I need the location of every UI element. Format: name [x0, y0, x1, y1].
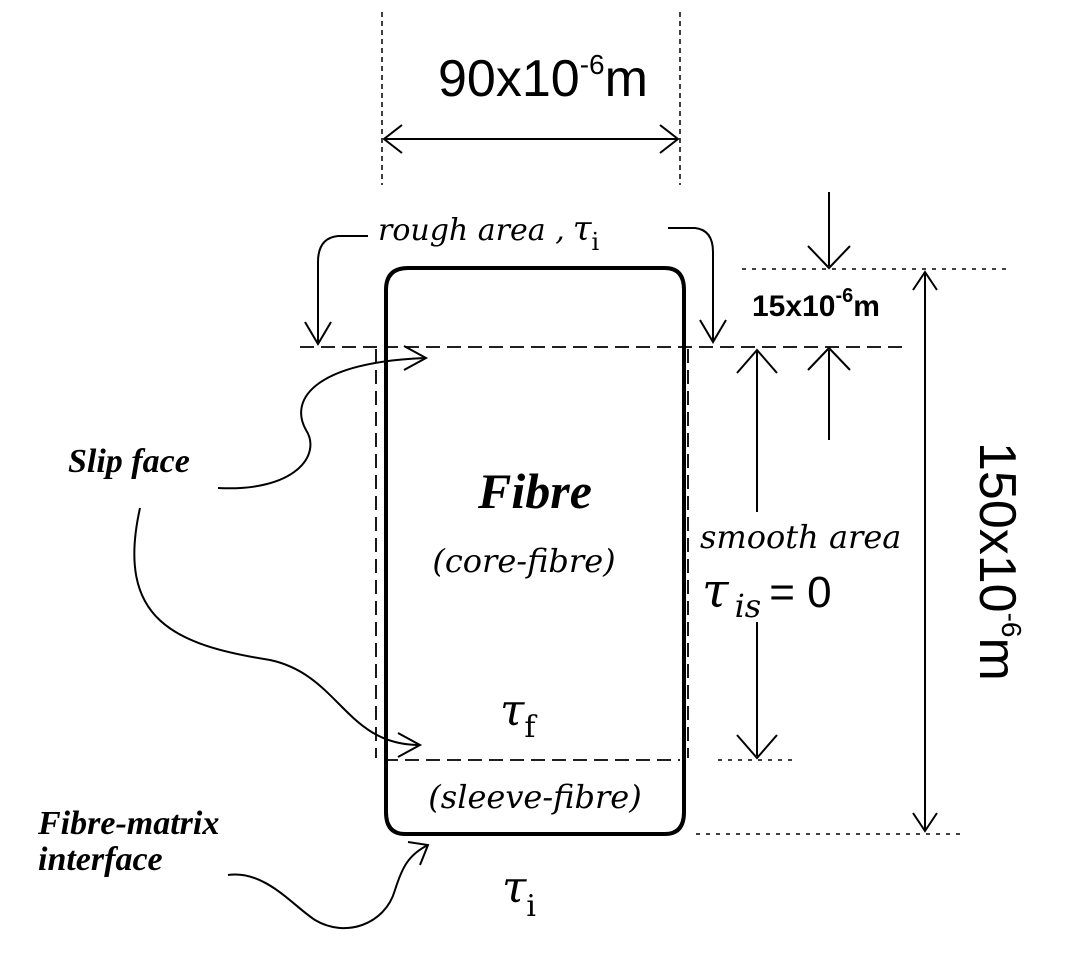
width-arrow-right	[659, 124, 680, 154]
interface-annotation: Fibre-matrix interface	[37, 805, 430, 929]
sleeve-fibre-label: (sleeve-fibre)	[428, 778, 641, 816]
rough-area-arrow-right	[668, 227, 714, 340]
tau-f-label: τf	[500, 685, 537, 745]
rough-area-annotation: rough area ,τi	[304, 209, 727, 346]
rough-area-arrow-left	[317, 235, 368, 342]
smooth-label-backdrop	[695, 512, 910, 622]
width-label: 90x10-6m	[438, 49, 648, 108]
interface-label-line1: Fibre-matrix	[37, 805, 219, 842]
smooth-arrowhead-up	[736, 348, 778, 374]
core-fibre-label: (core-fibre)	[432, 542, 615, 580]
slip-face-label: Slip face	[68, 443, 190, 480]
rough-length-dimension: 15x10-6m	[742, 192, 1010, 440]
tau-i-bottom-label: τi	[502, 862, 536, 924]
interface-arrow	[227, 844, 429, 929]
slip-face-arrowhead-bottom	[397, 732, 423, 758]
rough-area-arrowhead-right	[699, 319, 727, 344]
total-arrowhead-up	[912, 270, 938, 291]
rough-area-arrowhead-left	[304, 321, 332, 346]
slip-face-arrow-top	[217, 357, 426, 490]
rough-arrowhead-down	[807, 245, 851, 270]
fibre-outline	[384, 266, 686, 836]
smooth-area-label: smooth area	[700, 518, 901, 556]
slip-face-annotation: Slip face	[68, 345, 429, 758]
interface-label-line2: interface	[38, 841, 163, 878]
rough-arrowhead-up	[807, 346, 851, 371]
fibre-label: Fibre	[477, 463, 592, 519]
smooth-arrowhead-down	[736, 734, 778, 760]
rough-area-label: rough area ,τi	[378, 209, 600, 256]
rough-length-label: 15x10-6m	[752, 285, 880, 323]
total-length-dimension: 150x10-6m	[696, 270, 1027, 835]
interface-arrowhead	[407, 841, 430, 866]
total-length-label: 150x10-6m	[968, 442, 1027, 681]
total-arrowhead-down	[912, 812, 938, 833]
slip-face-arrowhead-top	[403, 345, 429, 371]
width-dimension: 90x10-6m	[381, 12, 681, 185]
slip-face-arrow-bottom	[133, 507, 421, 746]
width-arrow-left	[382, 124, 403, 154]
